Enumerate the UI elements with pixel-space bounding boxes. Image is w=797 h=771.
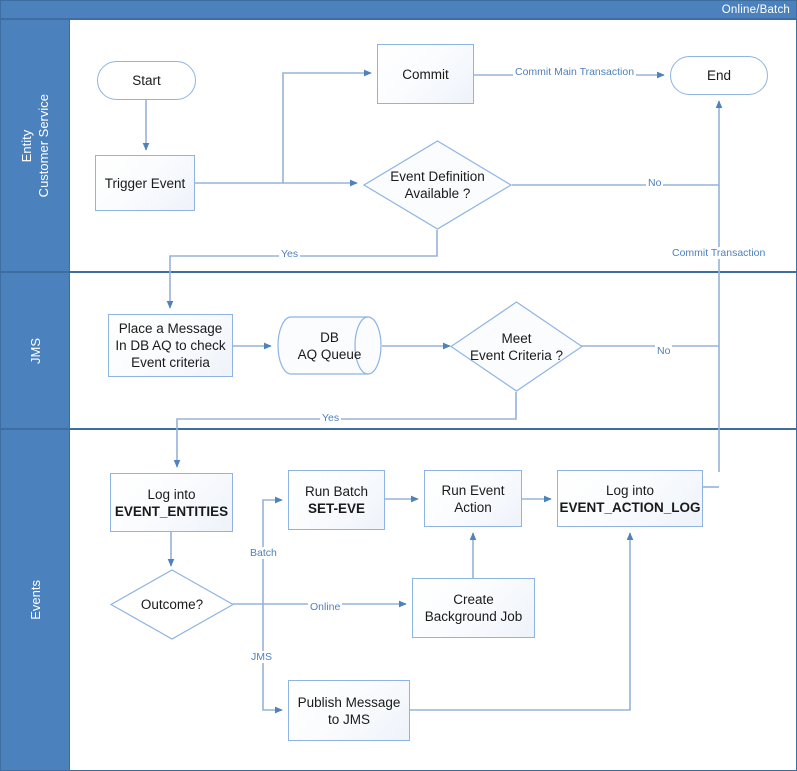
node-log-into-event-entities-line2: EVENT_ENTITIES bbox=[114, 503, 229, 519]
edge-label-yes-meet-criteria: Yes bbox=[320, 412, 342, 424]
node-run-event-action[interactable]: Run Event Action bbox=[424, 470, 522, 527]
edge-label-online: Online bbox=[308, 601, 343, 613]
node-create-background-job[interactable]: Create Background Job bbox=[412, 578, 535, 638]
diamond-shape bbox=[110, 569, 234, 640]
lane-label-jms: JMS bbox=[1, 273, 70, 428]
lane-label-jms-text: JMS bbox=[27, 337, 43, 364]
diamond-shape bbox=[450, 301, 583, 392]
node-meet-event-criteria[interactable]: Meet Event Criteria ? bbox=[450, 301, 583, 392]
edge-label-no-event-definition: No bbox=[646, 177, 664, 189]
node-publish-message-to-jms-label: Publish Message to JMS bbox=[297, 694, 401, 727]
node-log-into-event-action-log[interactable]: Log into EVENT_ACTION_LOG bbox=[557, 470, 703, 527]
node-start[interactable]: Start bbox=[97, 61, 196, 100]
pool-title: Online/Batch bbox=[721, 4, 790, 16]
pool-header: Online/Batch bbox=[0, 0, 797, 19]
edge-label-batch: Batch bbox=[248, 547, 279, 559]
node-trigger-event[interactable]: Trigger Event bbox=[95, 155, 195, 211]
edge-label-no-meet-criteria: No bbox=[655, 345, 673, 357]
node-log-into-event-entities-line1: Log into bbox=[147, 486, 196, 502]
node-run-batch-line1: Run Batch bbox=[304, 484, 369, 499]
edge-label-jms: JMS bbox=[249, 651, 274, 663]
node-run-batch-line2: SET-EVE bbox=[307, 501, 366, 516]
node-commit[interactable]: Commit bbox=[377, 44, 474, 104]
node-db-aq-queue-label: DB AQ Queue bbox=[297, 329, 362, 362]
lane-label-events-text: Events bbox=[27, 580, 43, 620]
node-create-background-job-label: Create Background Job bbox=[424, 592, 523, 624]
edge-label-commit-transaction: Commit Transaction bbox=[670, 247, 768, 259]
node-start-label: Start bbox=[132, 73, 161, 88]
node-log-into-event-action-log-line2: EVENT_ACTION_LOG bbox=[559, 499, 701, 515]
node-outcome-label: Outcome? bbox=[140, 597, 204, 612]
node-event-definition-label: Event Definition Available ? bbox=[390, 169, 485, 201]
node-end[interactable]: End bbox=[670, 56, 768, 95]
node-event-definition-available[interactable]: Event Definition Available ? bbox=[363, 140, 512, 230]
node-log-into-event-entities[interactable]: Log into EVENT_ENTITIES bbox=[110, 473, 233, 532]
node-place-message-label: Place a Message In DB AQ to check Event … bbox=[115, 321, 226, 370]
node-run-event-action-label: Run Event Action bbox=[441, 482, 505, 515]
node-db-aq-queue[interactable]: DB AQ Queue bbox=[277, 316, 382, 375]
edge-label-yes-event-definition: Yes bbox=[279, 248, 301, 260]
node-publish-message-to-jms[interactable]: Publish Message to JMS bbox=[288, 680, 410, 741]
lane-label-entity-text: Entity Customer Service bbox=[19, 93, 51, 198]
edge-label-commit-main-transaction: Commit Main Transaction bbox=[513, 66, 637, 78]
node-outcome[interactable]: Outcome? bbox=[110, 569, 234, 640]
node-end-label: End bbox=[706, 68, 732, 83]
node-commit-label: Commit bbox=[402, 66, 449, 82]
diamond-shape bbox=[363, 140, 512, 230]
node-log-into-event-action-log-line1: Log into bbox=[605, 482, 655, 498]
node-place-message-db-aq[interactable]: Place a Message In DB AQ to check Event … bbox=[108, 314, 233, 377]
cylinder-shape bbox=[277, 316, 382, 375]
lane-label-entity: Entity Customer Service bbox=[1, 20, 70, 271]
node-meet-event-criteria-label: Meet Event Criteria ? bbox=[469, 330, 564, 363]
node-run-batch-set-eve[interactable]: Run Batch SET-EVE bbox=[288, 470, 385, 530]
node-trigger-event-label: Trigger Event bbox=[104, 175, 186, 191]
lane-label-events: Events bbox=[1, 430, 70, 770]
